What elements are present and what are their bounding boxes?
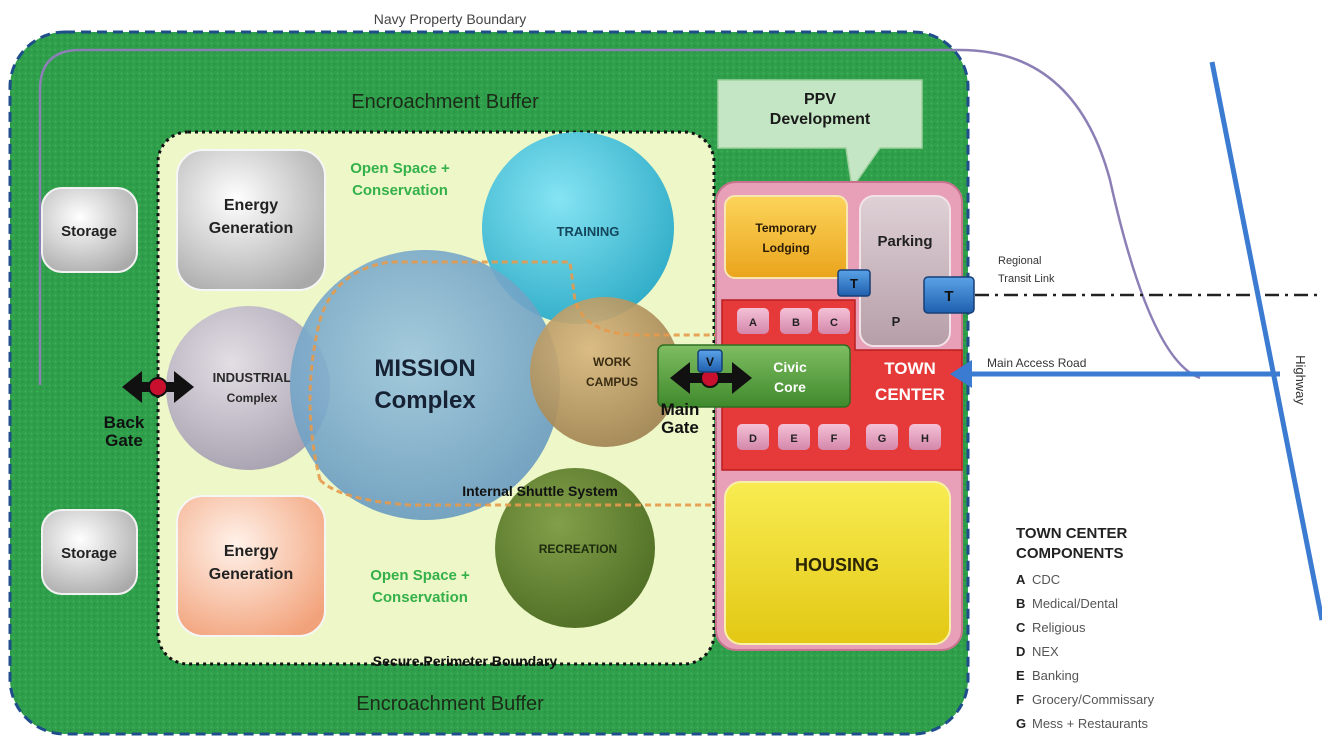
internal-shuttle-label: Internal Shuttle System xyxy=(462,483,618,499)
open-space-label-top-2: Conservation xyxy=(352,182,448,199)
temporary-lodging-box: Temporary Lodging xyxy=(724,195,848,279)
svg-text:V: V xyxy=(706,355,714,369)
main-access-road-label: Main Access Road xyxy=(987,356,1086,370)
svg-text:HOUSING: HOUSING xyxy=(795,555,879,575)
navy-property-boundary-label: Navy Property Boundary xyxy=(374,11,527,27)
svg-text:E: E xyxy=(790,433,797,445)
svg-text:PPV: PPV xyxy=(804,91,836,108)
svg-text:T: T xyxy=(850,276,858,291)
highway-line xyxy=(1209,61,1322,621)
highway-label: Highway xyxy=(1293,355,1308,405)
town-center-label: TOWN xyxy=(884,359,936,378)
secure-perimeter-label: Secure Perimeter Boundary xyxy=(373,653,558,669)
svg-text:Complex: Complex xyxy=(227,391,278,405)
component-block-e: E xyxy=(778,424,810,450)
town-center-label-2: CENTER xyxy=(875,385,945,404)
visitor-badge-icon: V xyxy=(697,349,723,373)
open-space-label-bottom: Open Space + xyxy=(370,567,470,584)
svg-text:F: F xyxy=(831,433,838,445)
transit-stop-icon-2: T xyxy=(923,276,975,314)
energy-generation-box-top: Energy Generation xyxy=(176,149,326,291)
svg-text:A: A xyxy=(749,317,757,329)
svg-text:Storage: Storage xyxy=(61,223,117,240)
svg-text:H: H xyxy=(921,433,929,445)
work-campus-circle: WORK CAMPUS xyxy=(530,297,680,447)
recreation-circle: RECREATION xyxy=(495,468,655,628)
back-gate-label-2: Gate xyxy=(105,431,143,450)
svg-text:CAMPUS: CAMPUS xyxy=(586,375,638,389)
svg-text:Generation: Generation xyxy=(209,220,293,237)
back-gate-icon xyxy=(122,371,194,403)
component-block-h: H xyxy=(909,424,941,450)
component-block-c: C xyxy=(818,308,850,334)
svg-text:Storage: Storage xyxy=(61,545,117,562)
svg-text:MISSION: MISSION xyxy=(374,355,475,382)
training-circle: TRAINING xyxy=(482,132,674,324)
internal-shuttle-route xyxy=(308,260,857,507)
navy-property-boundary-line xyxy=(38,48,1201,385)
svg-text:Energy: Energy xyxy=(224,197,278,214)
main-gate-label: Main xyxy=(661,400,700,419)
svg-text:Complex: Complex xyxy=(374,387,476,414)
svg-text:INDUSTRIAL: INDUSTRIAL xyxy=(213,370,292,385)
main-gate-label-2: Gate xyxy=(661,418,699,437)
buffer-label-bottom: Encroachment Buffer xyxy=(356,693,544,715)
storage-box-bottom: Storage xyxy=(41,509,138,595)
component-block-g: G xyxy=(866,424,898,450)
svg-text:Temporary: Temporary xyxy=(755,221,816,235)
component-block-d: D xyxy=(737,424,769,450)
svg-text:B: B xyxy=(792,317,800,329)
svg-text:D: D xyxy=(749,433,757,445)
main-gate-icon xyxy=(670,362,752,394)
component-block-b: B xyxy=(780,308,812,334)
back-gate-label: Back xyxy=(104,413,145,432)
component-block-f: F xyxy=(818,424,850,450)
svg-text:G: G xyxy=(878,433,887,445)
industrial-complex-circle: INDUSTRIAL Complex xyxy=(166,306,330,470)
svg-text:Core: Core xyxy=(774,379,806,395)
legend-title-2: COMPONENTS xyxy=(1016,545,1124,562)
svg-text:P: P xyxy=(892,314,901,329)
component-block-a: A xyxy=(737,308,769,334)
open-space-label-top: Open Space + xyxy=(350,160,450,177)
storage-box-top: Storage xyxy=(41,187,138,273)
svg-text:Development: Development xyxy=(770,111,871,128)
regional-transit-label: Regional xyxy=(998,255,1041,267)
regional-transit-label-2: Transit Link xyxy=(998,273,1055,285)
svg-text:TRAINING: TRAINING xyxy=(557,224,620,239)
parking-box: Parking P xyxy=(859,195,951,347)
energy-generation-box-bottom: Energy Generation xyxy=(176,495,326,637)
transit-stop-icon-1: T xyxy=(837,269,871,297)
open-space-label-bottom-2: Conservation xyxy=(372,589,468,606)
ppv-development-callout: PPV Development xyxy=(717,79,923,190)
svg-text:Generation: Generation xyxy=(209,566,293,583)
svg-text:Lodging: Lodging xyxy=(762,241,809,255)
svg-text:Energy: Energy xyxy=(224,543,278,560)
main-access-road-arrow-icon xyxy=(950,360,972,388)
buffer-label-top: Encroachment Buffer xyxy=(351,91,539,113)
svg-text:C: C xyxy=(830,317,838,329)
svg-text:T: T xyxy=(944,288,953,305)
housing-box: HOUSING xyxy=(724,481,951,645)
mission-complex-circle: MISSION Complex xyxy=(290,250,560,520)
legend-title: TOWN CENTER xyxy=(1016,525,1128,542)
svg-text:Civic: Civic xyxy=(773,359,807,375)
svg-text:RECREATION: RECREATION xyxy=(539,542,617,556)
svg-text:Parking: Parking xyxy=(877,233,932,250)
svg-text:WORK: WORK xyxy=(593,355,631,369)
